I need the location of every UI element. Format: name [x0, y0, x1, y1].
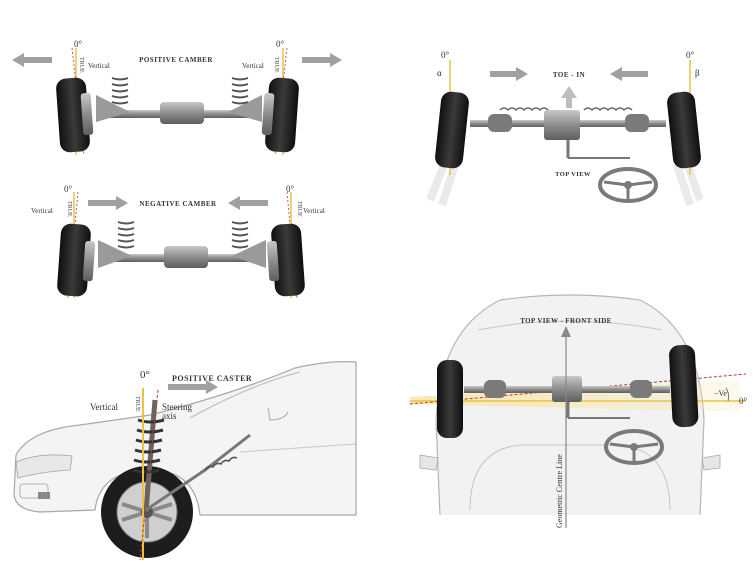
toe-left-tire — [435, 91, 469, 169]
forward-arrow — [561, 86, 577, 108]
nc-right-angle: 0° — [286, 184, 295, 194]
nc-right-vertical: Vertical — [303, 207, 325, 215]
toe-right-tire — [667, 91, 701, 169]
nc-right-true: TRUE — [296, 201, 302, 217]
toe-in-view-label: TOP VIEW — [555, 171, 591, 178]
positive-camber-title: POSITIVE CAMBER — [139, 56, 213, 64]
front-side-title: TOP VIEW - FRONT SIDE — [520, 317, 612, 325]
pc-right-true: TRUE — [273, 57, 279, 73]
right-outward-arrow — [302, 53, 342, 67]
ve-label: −Ve — [714, 389, 727, 398]
fs-steering-rack — [464, 376, 670, 419]
suspension-assembly — [96, 77, 262, 124]
caster-strut — [132, 399, 251, 513]
toe-alpha: α — [437, 68, 442, 78]
fs-steering-wheel — [604, 429, 664, 465]
left-inward-arrow — [88, 196, 128, 210]
toe-in-title: TOE - IN — [553, 71, 585, 79]
caster-angle: 0° — [140, 369, 150, 381]
pc-right-angle: 0° — [276, 39, 285, 49]
negative-camber-panel: 0° 0° Vertical Vertical TRUE TRUE NEGATI… — [31, 184, 325, 299]
centre-line-arrow — [561, 326, 571, 337]
negative-camber-title: NEGATIVE CAMBER — [139, 200, 217, 208]
left-outward-arrow — [12, 53, 52, 67]
toe-beta: β — [695, 68, 700, 78]
positive-caster-panel: 0° POSITIVE CASTER Vertical TRUE Steerin… — [13, 361, 357, 561]
right-tire-neg — [266, 223, 305, 297]
nc-left-vertical: Vertical — [31, 207, 53, 215]
fs-right-tire — [669, 344, 699, 428]
front-side-panel: Geometric Centre Line TOP VIEW - FRONT S… — [409, 294, 748, 528]
right-tire — [261, 77, 299, 153]
nc-left-angle: 0° — [64, 184, 73, 194]
suspension-assembly-neg — [98, 221, 266, 268]
steering-label-2: axis — [162, 411, 177, 421]
steering-wheel — [598, 167, 658, 203]
steering-rack — [470, 107, 666, 159]
toe-in-panel: 0° 0° α β TOE - IN TOP VIEW — [426, 50, 704, 207]
caster-true: TRUE — [134, 396, 140, 412]
centre-line-label: Geometric Centre Line — [555, 454, 564, 528]
pc-right-vertical: Vertical — [242, 62, 264, 70]
pc-left-true: TRUE — [78, 57, 84, 73]
nc-left-true: TRUE — [66, 201, 72, 217]
pc-left-angle: 0° — [74, 39, 83, 49]
pc-left-vertical: Vertical — [88, 62, 110, 70]
car-body — [13, 361, 357, 516]
left-tire-neg — [57, 223, 96, 297]
toe-right-arrow — [610, 67, 648, 81]
caster-arrow — [168, 380, 218, 394]
toe-left-angle: 0° — [441, 50, 450, 60]
front-side-angle: 0° — [739, 396, 748, 406]
caster-vertical: Vertical — [90, 402, 118, 412]
toe-right-angle: 0° — [686, 50, 695, 60]
positive-camber-panel: 0° 0° Vertical Vertical TRUE TRUE POSITI… — [12, 39, 342, 156]
toe-left-arrow — [490, 67, 528, 81]
fs-left-tire — [437, 360, 463, 438]
positive-caster-title: POSITIVE CASTER — [172, 374, 252, 383]
right-inward-arrow — [228, 196, 268, 210]
steering-label-1: Steering — [162, 402, 192, 412]
left-tire — [56, 77, 94, 153]
